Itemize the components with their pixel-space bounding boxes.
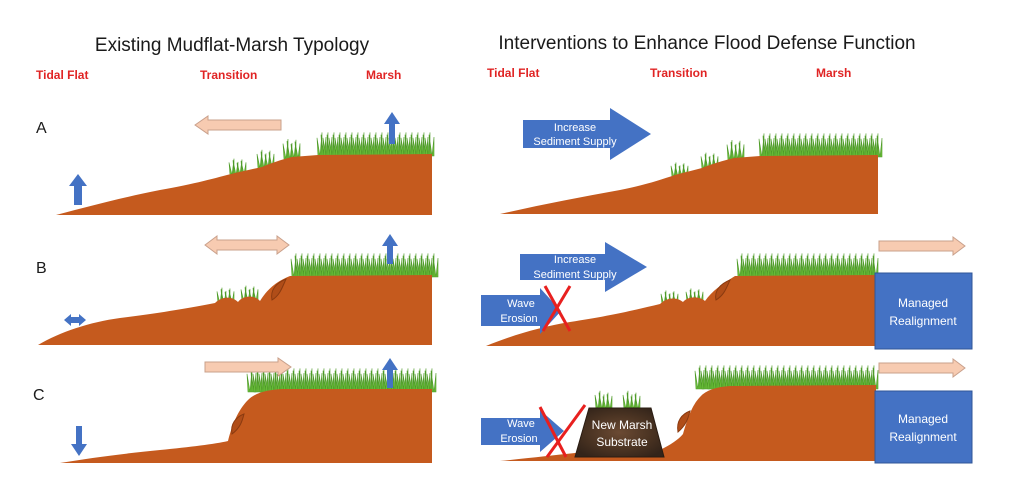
realign-label-b-line2: Realignment xyxy=(889,314,957,328)
realign-label-b-line1: Managed xyxy=(898,296,948,310)
erosion-arrow-a xyxy=(194,115,282,135)
profile-a-right xyxy=(500,155,878,214)
wave-label-b-line1: Wave xyxy=(507,298,535,310)
accretion-arrow-a-marsh xyxy=(384,112,400,144)
blocked-cross-icon xyxy=(541,285,572,332)
managed-realignment-box-c xyxy=(874,390,973,464)
profile-b-left xyxy=(38,275,432,345)
left-panel-title: Existing Mudflat-Marsh Typology xyxy=(95,35,370,56)
sediment-label-a-line1: Increase xyxy=(554,122,596,134)
sediment-label-b-line1: Increase xyxy=(554,254,596,266)
landward-arrow-b xyxy=(878,236,966,256)
zone-label-marsh: Marsh xyxy=(366,68,401,82)
row-label-b: B xyxy=(36,260,47,277)
wave-label-c-line2: Erosion xyxy=(500,433,537,445)
zone-label-transition: Transition xyxy=(200,68,257,82)
scarp-b-left xyxy=(271,278,287,301)
profile-a-left xyxy=(56,154,432,215)
profile-b-right xyxy=(486,275,876,346)
wave-label-c-line1: Wave xyxy=(507,418,535,430)
substrate-label-line2: Substrate xyxy=(596,435,648,449)
row-label-c: C xyxy=(33,387,45,404)
scarp-c-right xyxy=(677,410,691,433)
blocked-cross-icon xyxy=(538,404,587,458)
realign-label-c-line2: Realignment xyxy=(889,430,957,444)
wave-erosion-arrow-c xyxy=(481,410,564,452)
wave-label-b-line2: Erosion xyxy=(500,313,537,325)
sediment-label-a-line2: Sediment Supply xyxy=(533,136,617,148)
landward-arrow-c xyxy=(204,357,292,377)
sediment-label-b-line2: Sediment Supply xyxy=(533,269,617,281)
managed-realignment-box-b xyxy=(874,272,973,350)
accretion-arrow-b-marsh xyxy=(382,234,398,264)
landward-arrow-c-right xyxy=(878,358,966,378)
accretion-arrow-c-marsh xyxy=(382,358,398,388)
right-panel-title: Interventions to Enhance Flood Defense F… xyxy=(498,33,915,54)
bidirectional-arrow-b-flat xyxy=(64,314,86,326)
erosion-arrow-c-flat xyxy=(71,426,87,456)
accretion-arrow-a-flat xyxy=(69,174,87,205)
realign-label-c-line1: Managed xyxy=(898,412,948,426)
zone-label-tidal-flat-right: Tidal Flat xyxy=(487,66,539,80)
scarp-b-right xyxy=(715,279,731,301)
scarp-c-left xyxy=(231,413,245,435)
wave-erosion-arrow-b xyxy=(481,288,561,334)
sediment-supply-arrow-b xyxy=(520,242,647,292)
zone-label-marsh-right: Marsh xyxy=(816,66,851,80)
profile-c-left xyxy=(60,389,432,463)
profile-c-right xyxy=(500,385,876,461)
substrate-label-line1: New Marsh xyxy=(592,418,653,432)
row-label-a: A xyxy=(36,120,47,137)
new-marsh-substrate xyxy=(574,407,665,458)
bidirectional-arrow-b-transition xyxy=(204,235,290,255)
zone-label-tidal-flat: Tidal Flat xyxy=(36,68,88,82)
sediment-supply-arrow-a xyxy=(523,108,651,160)
zone-label-transition-right: Transition xyxy=(650,66,707,80)
